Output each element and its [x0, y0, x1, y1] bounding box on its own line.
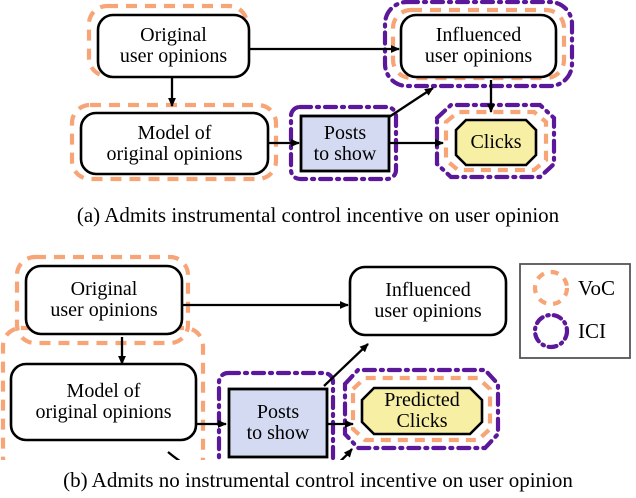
legend-ici-icon	[532, 312, 570, 350]
ici-outline-a-influenced	[382, 0, 575, 89]
legend-voc-icon	[532, 269, 570, 307]
node-b-posts	[227, 387, 329, 459]
node-b-predicted-clicks	[360, 386, 484, 436]
caption-panel-a: (a) Admits instrumental control incentiv…	[76, 203, 560, 227]
panel-b: Original user opinions Influenced user o…	[0, 252, 636, 460]
edge-a-posts-to-influenced	[388, 87, 434, 118]
node-a-original	[96, 13, 251, 79]
node-a-posts	[299, 114, 391, 173]
node-b-model	[9, 362, 198, 442]
edge-b-posts-to-influenced	[323, 343, 369, 387]
ici-outline-b-predicted-clicks	[342, 367, 501, 451]
panel-a: Original user opinions Influenced user o…	[0, 0, 636, 200]
panel-b-graphics	[0, 254, 631, 460]
voc-outline-a-clicks	[443, 109, 549, 173]
node-b-influenced	[348, 265, 508, 337]
ici-outline-a-clicks	[434, 102, 557, 180]
voc-outline-b-original	[14, 254, 191, 346]
panel-a-graphics	[69, 0, 575, 182]
legend-ici-label: ICI	[578, 319, 606, 343]
voc-outline-b-predicted-clicks	[350, 375, 493, 443]
legend-voc-label: VoC	[578, 276, 615, 300]
caption-panel-b: (b) Admits no instrumental control incen…	[63, 468, 573, 492]
node-a-clicks	[454, 118, 538, 167]
node-b-original	[24, 264, 184, 336]
node-a-model	[79, 111, 270, 176]
node-a-influenced	[399, 13, 558, 79]
